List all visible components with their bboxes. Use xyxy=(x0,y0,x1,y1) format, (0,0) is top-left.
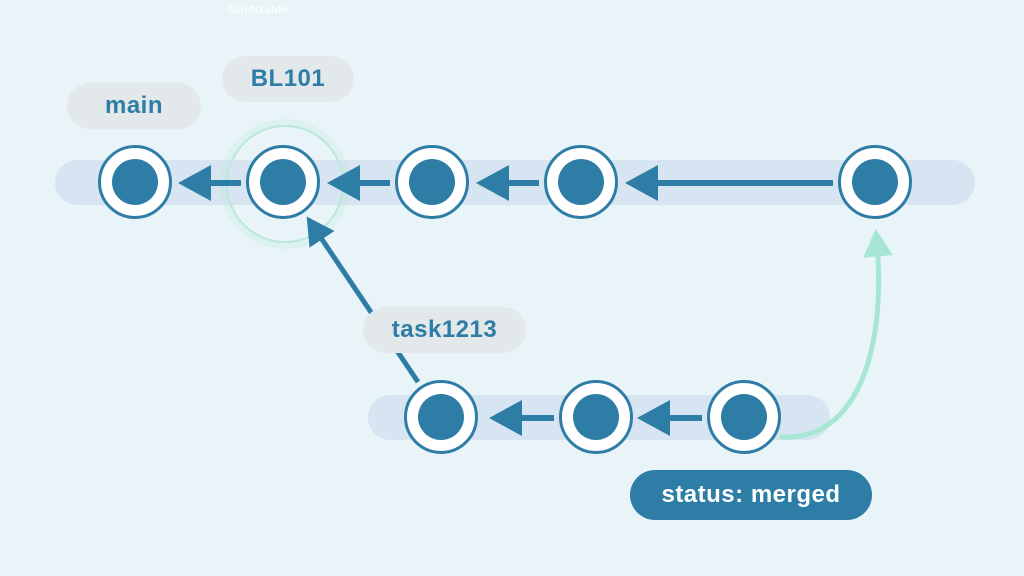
task1213-branch-label: task1213 xyxy=(363,307,526,353)
main-commit-4 xyxy=(544,145,618,219)
commit-dot xyxy=(409,159,455,205)
main-commit-1 xyxy=(98,145,172,219)
task-commit-3 xyxy=(707,380,781,454)
commit-dot xyxy=(721,394,767,440)
commit-dot xyxy=(112,159,158,205)
commit-dot xyxy=(852,159,898,205)
status-merged-badge: status: merged xyxy=(630,470,872,520)
commit-dot xyxy=(260,159,306,205)
merge-parent-arrow xyxy=(306,216,421,384)
commit-dot xyxy=(573,394,619,440)
task-commit-2 xyxy=(559,380,633,454)
task-commit-1 xyxy=(404,380,478,454)
commit-dot xyxy=(418,394,464,440)
main-commit-5 xyxy=(838,145,912,219)
commit-dot xyxy=(558,159,604,205)
main-branch-track xyxy=(55,160,975,205)
main-commit-3 xyxy=(395,145,469,219)
watermark-text: GoldGuide xyxy=(228,4,289,16)
main-branch-label: main xyxy=(67,83,201,129)
bl101-branch-label: BL101 xyxy=(222,56,354,102)
main-commit-2-bl101 xyxy=(246,145,320,219)
